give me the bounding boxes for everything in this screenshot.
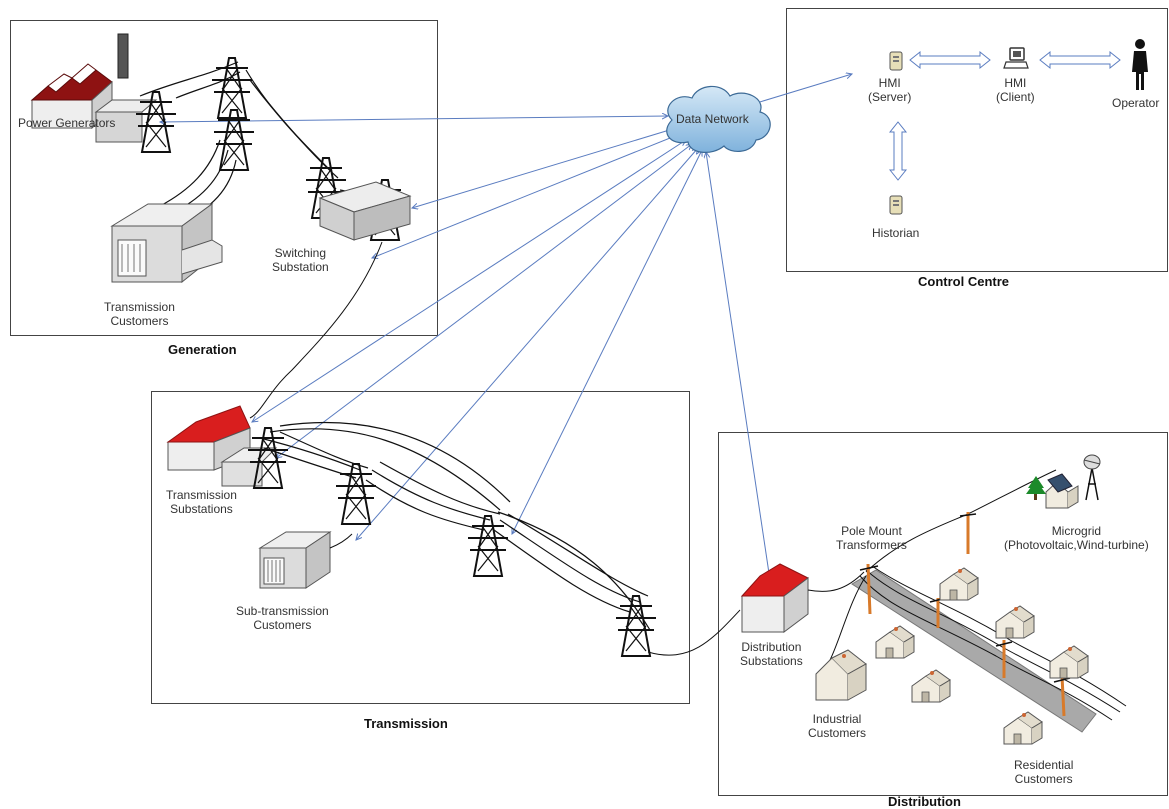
- link-transmission-customers: [372, 134, 680, 258]
- transmission-customers-building: [110, 203, 223, 284]
- label-transmission-customers: Transmission Customers: [104, 300, 175, 328]
- generation-title: Generation: [168, 342, 237, 357]
- label-microgrid: Microgrid (Photovoltaic,Wind-turbine): [1004, 524, 1149, 552]
- transmission-title: Transmission: [364, 716, 448, 731]
- link-distribution: [706, 152, 770, 580]
- historian-icon: [889, 195, 903, 215]
- power-generator-building: [30, 33, 158, 143]
- hmi-server-icon: [889, 51, 903, 71]
- label-hmi-client: HMI (Client): [996, 76, 1035, 104]
- label-hmi-server: HMI (Server): [868, 76, 912, 104]
- generation-wires: [139, 61, 379, 223]
- distribution-wires: [829, 469, 1127, 721]
- label-industrial-customers: Industrial Customers: [808, 712, 867, 740]
- tower-to-distribution-line: [647, 609, 741, 656]
- link-switching: [412, 128, 676, 208]
- substation-feeder: [807, 571, 865, 592]
- label-data-network: Data Network: [676, 112, 749, 126]
- operator-icon: [1132, 39, 1148, 90]
- transmission-wires: [259, 421, 651, 631]
- label-switching-substation: Switching Substation: [272, 246, 329, 274]
- label-residential-customers: Residential Customers: [1014, 758, 1074, 786]
- switching-to-transmission-line: [249, 241, 383, 419]
- arrow-client-operator: [1039, 50, 1121, 70]
- control-centre-panel: [786, 8, 1168, 272]
- data-network-cloud: [666, 85, 771, 153]
- label-historian: Historian: [872, 226, 920, 240]
- control-block-arrows: [888, 50, 1121, 181]
- label-transmission-substations: Transmission Substations: [166, 488, 237, 516]
- label-operator: Operator: [1112, 96, 1160, 110]
- control-centre-title: Control Centre: [918, 274, 1009, 289]
- link-transmission-substations: [252, 140, 686, 422]
- microgrid-group: [1026, 454, 1101, 509]
- industrial-customers-building: [815, 649, 867, 701]
- label-pole-mount-transformers: Pole Mount Transformers: [836, 524, 907, 552]
- switching-substation-building: [318, 181, 412, 241]
- label-power-generators: Power Generators: [18, 116, 116, 130]
- arrow-server-historian: [888, 121, 908, 181]
- distribution-title: Distribution: [888, 794, 961, 809]
- subtransmission-customers-building: [258, 531, 332, 589]
- label-distribution-substations: Distribution Substations: [740, 640, 803, 668]
- hmi-client-icon: [1003, 47, 1029, 69]
- distribution-substations-building: [740, 563, 809, 633]
- arrow-server-client: [909, 50, 991, 70]
- subtransmission-feeder: [329, 533, 353, 549]
- label-subtransmission-customers: Sub-transmission Customers: [236, 604, 329, 632]
- transmission-substations-building: [166, 405, 278, 487]
- link-tower-b: [512, 150, 702, 534]
- distribution-poles: [866, 512, 1066, 717]
